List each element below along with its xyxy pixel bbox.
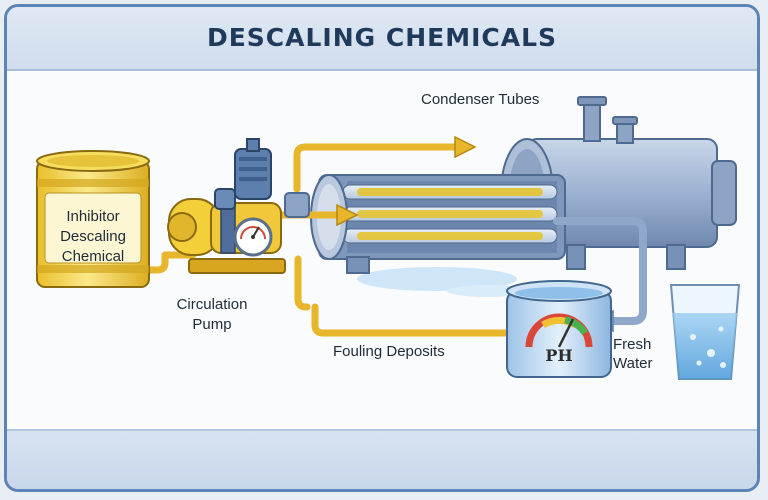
tank-label-line-1: Inhibitor (66, 208, 120, 225)
chemical-tank (36, 150, 150, 288)
descaling-illustration (36, 96, 741, 380)
pump-label-line-2: Pump (192, 316, 232, 333)
tank-label: Inhibitor Descaling Chemical (41, 207, 145, 267)
return-pipe (553, 217, 647, 325)
circulation-pump (167, 138, 310, 274)
pump-label: Circulation Pump (157, 295, 267, 335)
tank-label-line-2: Descaling (60, 228, 126, 245)
ph-label: PH (545, 346, 573, 365)
fresh-water-label-line-2: Water (613, 355, 653, 372)
diagram-title: DESCALING CHEMICALS (206, 23, 558, 52)
tank-label-line-3: Chemical (61, 248, 125, 265)
pressure-gauge-icon (233, 217, 273, 257)
chemical-piping (143, 143, 531, 337)
fresh-water-label-line-1: Fresh (613, 336, 652, 353)
condenser-tube-bundle (310, 174, 566, 274)
fresh-water-glass (669, 284, 741, 380)
fouling-deposits-label: Fouling Deposits (333, 343, 445, 360)
ph-meter-icon (525, 313, 593, 348)
fresh-water-label: Fresh Water (613, 335, 673, 373)
water-puddle (357, 267, 527, 297)
diagram-frame: DESCALING CHEMICALS (4, 4, 760, 492)
pump-label-line-1: Circulation (176, 296, 248, 313)
condenser-tubes-label: Condenser Tubes (421, 91, 540, 108)
title-band: DESCALING CHEMICALS (7, 7, 757, 71)
flow-arrows (336, 135, 477, 227)
ph-test-vat (506, 280, 612, 378)
flow-arrow-to-condenser (454, 135, 477, 159)
flow-arrow-into-tubes (336, 203, 359, 227)
footer-band (7, 429, 757, 489)
fouling-deposit-bands (357, 188, 543, 240)
